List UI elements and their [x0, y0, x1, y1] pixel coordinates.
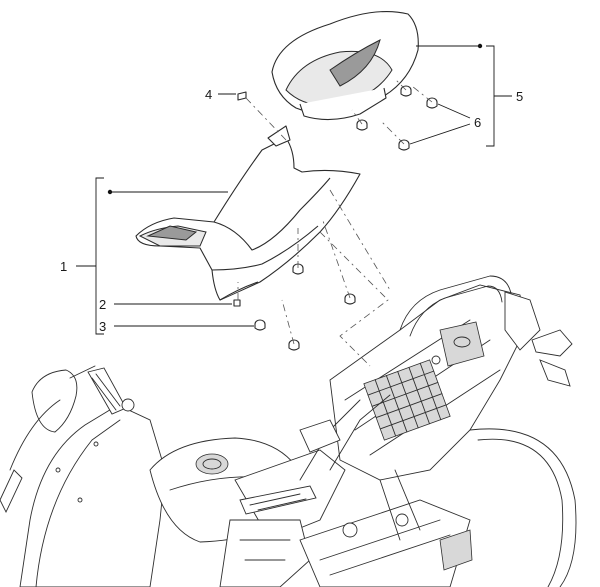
callout-1: 1 [60, 259, 67, 274]
footpeg-bracket [239, 485, 317, 515]
assembly-lines [237, 79, 433, 367]
nut-6d [398, 139, 410, 151]
motorcycle-frame [0, 275, 577, 587]
windscreen [19, 404, 166, 587]
electronics-bay [363, 359, 451, 441]
callout-leaders [76, 43, 512, 335]
rear-wheel [469, 428, 577, 587]
callout-2: 2 [99, 297, 106, 312]
grab-rail [399, 275, 513, 337]
nut-6c [356, 119, 368, 131]
screw-2 [233, 299, 241, 307]
callout-4: 4 [205, 87, 212, 102]
nut-1b [344, 293, 356, 305]
nut-6a [400, 85, 412, 97]
nut-3b [288, 339, 300, 351]
screw-4 [237, 91, 247, 101]
passenger-seat [271, 10, 419, 121]
fasteners [233, 85, 438, 351]
callout-3: 3 [99, 319, 106, 334]
tail-indicator [531, 329, 573, 357]
rider-seat [135, 125, 361, 301]
callout-labels: 1 2 3 4 5 6 [60, 87, 523, 334]
nut-3a [254, 319, 266, 331]
left-mirror [31, 369, 78, 433]
callout-6: 6 [474, 115, 481, 130]
callout-5: 5 [516, 89, 523, 104]
